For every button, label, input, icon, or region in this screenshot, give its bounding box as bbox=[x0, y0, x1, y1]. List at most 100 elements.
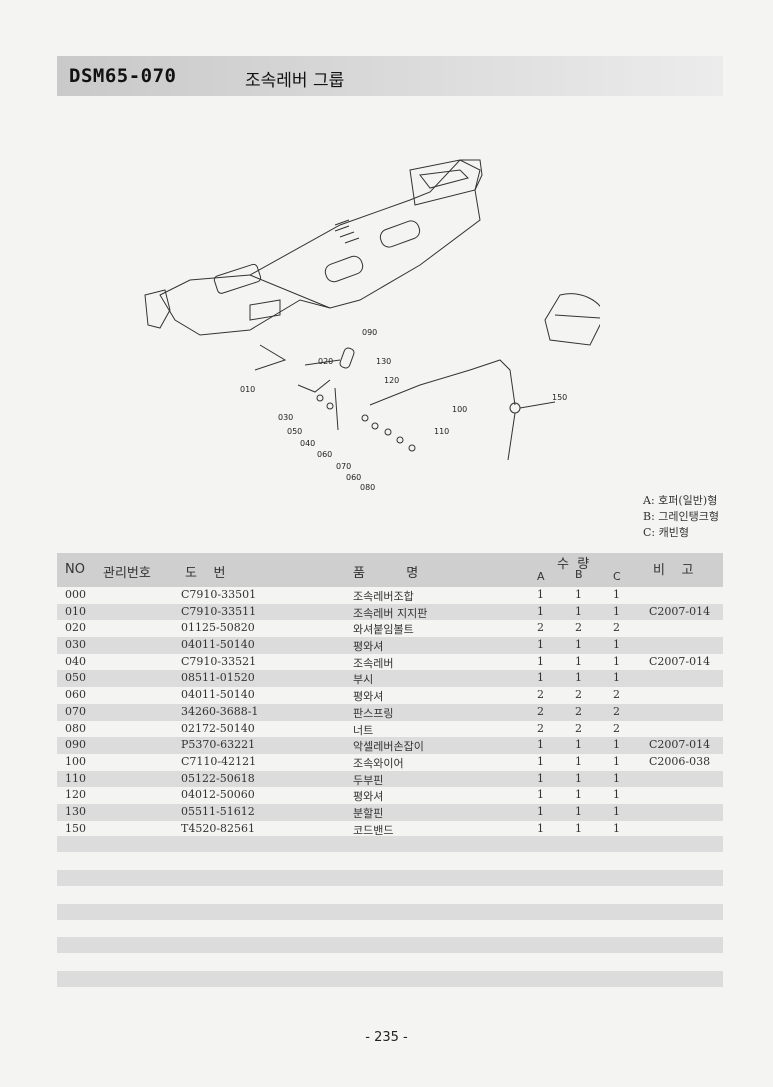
cell-name: 평와셔 bbox=[353, 690, 384, 704]
callout-100: 100 bbox=[452, 405, 467, 414]
callout-030: 030 bbox=[278, 413, 293, 422]
header-no: NO bbox=[65, 562, 85, 577]
cell-b: 1 bbox=[575, 821, 582, 835]
cell-c: 1 bbox=[613, 788, 620, 802]
cell-dwg: C7910-33511 bbox=[181, 604, 257, 618]
cell-b: 2 bbox=[575, 688, 582, 702]
cell-c: 1 bbox=[613, 604, 620, 618]
group-name: 조속레버 그룹 bbox=[245, 71, 345, 91]
cell-dwg: C7110-42121 bbox=[181, 754, 257, 768]
cell-name: 조속레버 지지판 bbox=[353, 606, 428, 620]
cell-no: 090 bbox=[65, 738, 86, 752]
cell-a: 1 bbox=[537, 754, 544, 768]
empty-row bbox=[57, 870, 723, 886]
table-header: NO 관리번호 도 번 품 명 수 량 A B C 비 고 bbox=[57, 553, 723, 587]
cell-name: 부시 bbox=[353, 673, 374, 687]
cell-b: 1 bbox=[575, 754, 582, 768]
cell-b: 2 bbox=[575, 704, 582, 718]
cell-c: 2 bbox=[613, 721, 620, 735]
cell-no: 010 bbox=[65, 604, 86, 618]
empty-row bbox=[57, 971, 723, 987]
callout-020: 020 bbox=[318, 357, 333, 366]
cell-c: 1 bbox=[613, 671, 620, 685]
section-header: DSM65-070 조속레버 그룹 bbox=[57, 56, 723, 96]
cell-name: 판스프링 bbox=[353, 706, 394, 720]
cell-dwg: C7910-33521 bbox=[181, 654, 257, 668]
cell-c: 1 bbox=[613, 804, 620, 818]
cell-name: 조속레버조합 bbox=[353, 590, 414, 603]
cell-dwg: 08511-01520 bbox=[181, 671, 255, 685]
cell-b: 1 bbox=[575, 604, 582, 618]
cell-no: 130 bbox=[65, 804, 86, 818]
cell-no: 100 bbox=[65, 754, 86, 768]
cell-no: 000 bbox=[65, 588, 86, 601]
cell-note: C2007-014 bbox=[649, 604, 711, 618]
empty-row bbox=[57, 836, 723, 852]
cell-b: 1 bbox=[575, 588, 582, 601]
cell-no: 060 bbox=[65, 688, 86, 702]
cell-b: 1 bbox=[575, 671, 582, 685]
header-dwg: 도 번 bbox=[185, 566, 226, 581]
cell-dwg: T4520-82561 bbox=[181, 821, 256, 835]
legend-item-c: C: 캐빈형 bbox=[643, 526, 689, 539]
cell-dwg: 34260-3688-1 bbox=[181, 704, 259, 718]
cell-note: C2007-014 bbox=[649, 738, 711, 752]
cell-a: 2 bbox=[537, 621, 544, 635]
header-c: C bbox=[613, 570, 621, 583]
cell-b: 1 bbox=[575, 654, 582, 668]
cell-name: 너트 bbox=[353, 723, 374, 737]
callout-060b: 060 bbox=[346, 473, 361, 482]
cell-c: 2 bbox=[613, 621, 620, 635]
header-a: A bbox=[537, 570, 545, 583]
cell-a: 1 bbox=[537, 804, 544, 818]
callout-080: 080 bbox=[360, 483, 375, 492]
cell-a: 1 bbox=[537, 771, 544, 785]
cell-name: 조속레버 bbox=[353, 656, 394, 670]
callout-120: 120 bbox=[384, 376, 399, 385]
callout-010: 010 bbox=[240, 385, 255, 394]
header-b: B bbox=[575, 568, 583, 581]
cell-c: 1 bbox=[613, 821, 620, 835]
callout-110: 110 bbox=[434, 427, 449, 436]
cell-dwg: 01125-50820 bbox=[181, 621, 255, 635]
cell-c: 1 bbox=[613, 738, 620, 752]
cell-a: 1 bbox=[537, 821, 544, 835]
cell-a: 1 bbox=[537, 738, 544, 752]
page-number: - 235 - bbox=[365, 1030, 408, 1045]
cell-a: 1 bbox=[537, 671, 544, 685]
cell-c: 1 bbox=[613, 638, 620, 652]
cell-note: C2006-038 bbox=[649, 754, 711, 768]
cell-dwg: 04011-50140 bbox=[181, 638, 255, 652]
empty-row bbox=[57, 937, 723, 953]
cell-name: 두부핀 bbox=[353, 773, 384, 787]
cell-a: 1 bbox=[537, 604, 544, 618]
cell-a: 2 bbox=[537, 704, 544, 718]
cell-no: 020 bbox=[65, 621, 86, 635]
cell-b: 1 bbox=[575, 804, 582, 818]
cell-name: 코드밴드 bbox=[353, 823, 394, 837]
cell-a: 2 bbox=[537, 721, 544, 735]
cell-no: 080 bbox=[65, 721, 86, 735]
cell-dwg: C7910-33501 bbox=[181, 588, 257, 601]
empty-row bbox=[57, 904, 723, 920]
cell-dwg: 04011-50140 bbox=[181, 688, 255, 702]
cell-no: 030 bbox=[65, 638, 86, 652]
cell-dwg: 02172-50140 bbox=[181, 721, 255, 735]
cell-dwg: 05511-51612 bbox=[181, 804, 255, 818]
callout-040: 040 bbox=[300, 439, 315, 448]
header-qty: 수 량 bbox=[557, 557, 590, 572]
callout-130: 130 bbox=[376, 357, 391, 366]
callout-090: 090 bbox=[362, 328, 377, 337]
header-name: 품 명 bbox=[353, 566, 419, 581]
cell-no: 070 bbox=[65, 704, 86, 718]
cell-no: 120 bbox=[65, 788, 86, 802]
